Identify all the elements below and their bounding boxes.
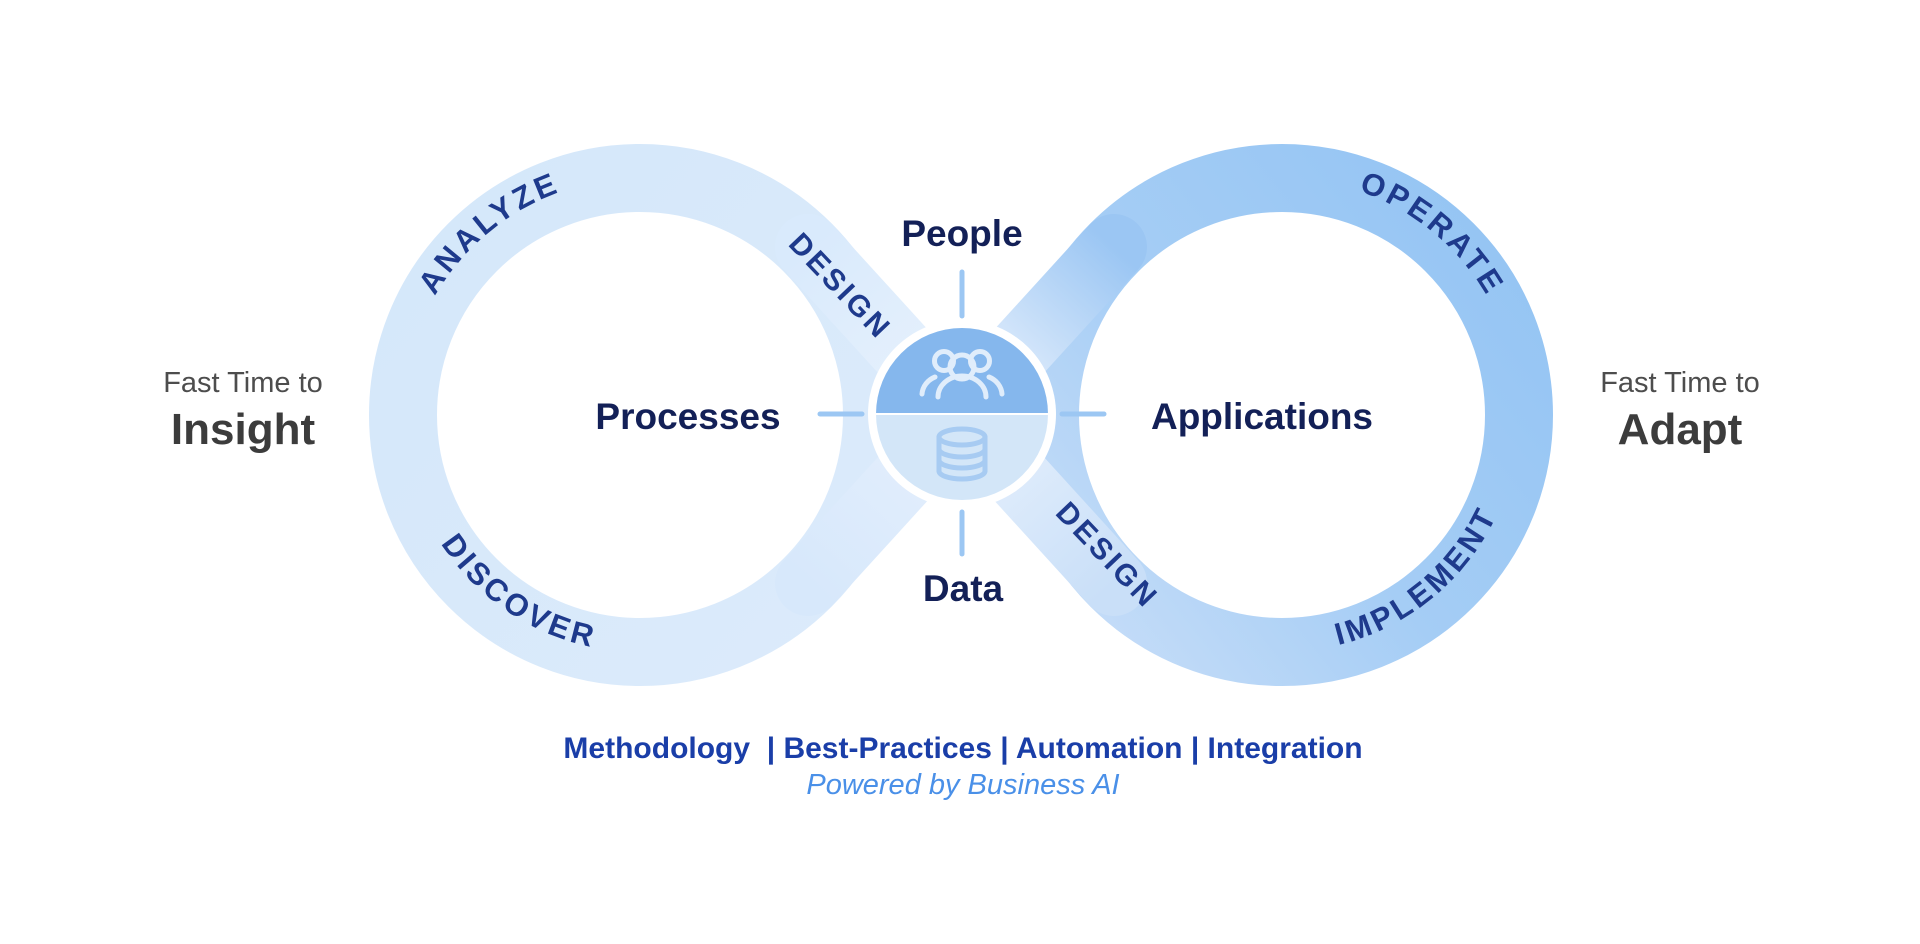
right-caption-value: Adapt [1618, 405, 1743, 454]
label-data: Data [923, 568, 1004, 609]
footer-powered-by: Powered by Business AI [806, 769, 1119, 801]
left-caption-prefix: Fast Time to [163, 367, 323, 399]
left-caption: Fast Time to Insight [163, 367, 323, 454]
database-icon [936, 426, 988, 482]
left-caption-value: Insight [171, 405, 316, 454]
people-group-icon [919, 349, 1005, 400]
label-processes: Processes [595, 396, 780, 437]
footer-categories: Methodology | Best-Practices | Automatio… [563, 732, 1362, 765]
center-hub [868, 320, 1056, 508]
label-people: People [901, 213, 1022, 254]
label-applications: Applications [1151, 396, 1373, 437]
right-caption-prefix: Fast Time to [1600, 367, 1760, 399]
right-caption: Fast Time to Adapt [1600, 367, 1760, 454]
hub-top-half [876, 328, 1048, 414]
